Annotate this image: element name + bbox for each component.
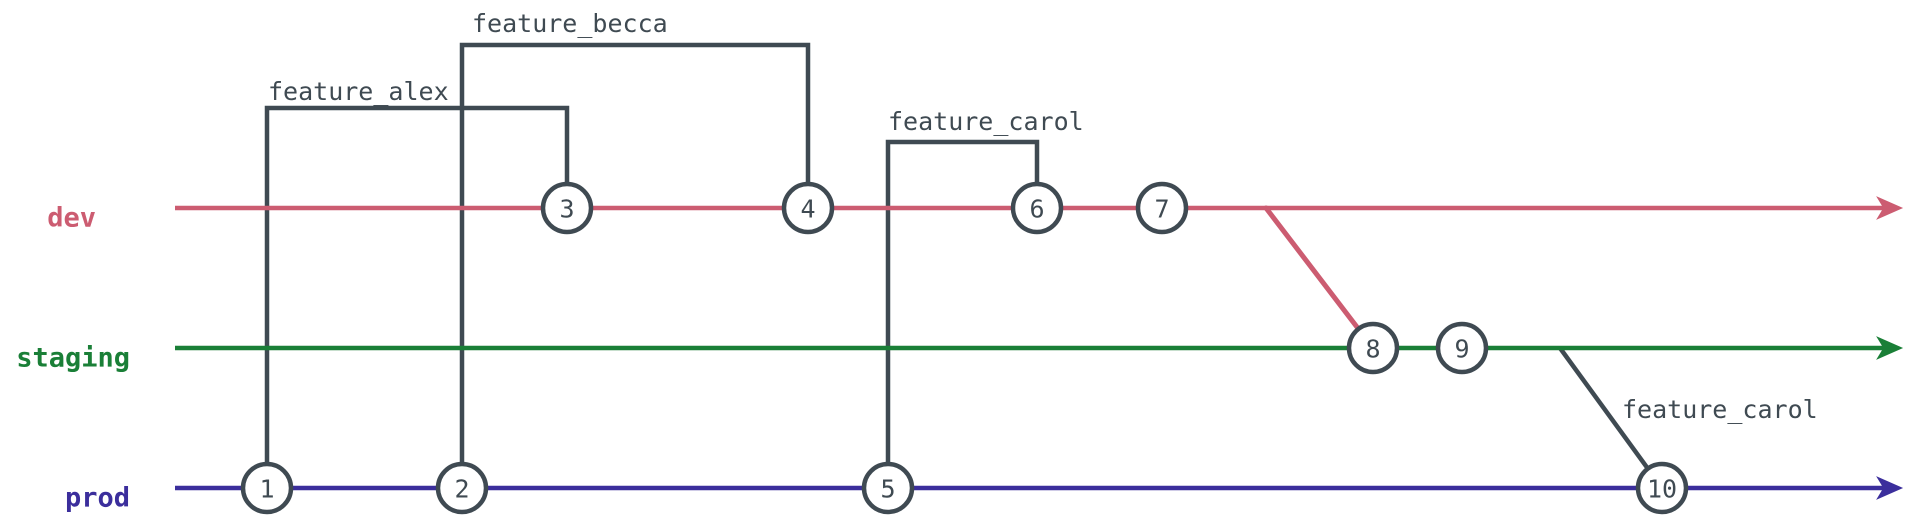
commit-node-7[interactable]: 7 <box>1135 181 1189 235</box>
commit-node-label: 3 <box>559 195 574 224</box>
branch-path-feature-carol <box>885 139 1040 488</box>
commit-node-label: 5 <box>880 475 895 504</box>
commit-node-1[interactable]: 1 <box>240 461 294 515</box>
commit-nodes-group: 1 2 3 4 5 6 7 <box>240 181 1689 515</box>
commit-node-label: 4 <box>800 195 815 224</box>
commit-node-label: 1 <box>259 475 274 504</box>
lane-label-dev: dev <box>47 203 96 234</box>
commit-node-8[interactable]: 8 <box>1346 321 1400 375</box>
branch-labels-group: feature_alex feature_becca feature_carol… <box>268 9 1818 424</box>
commit-node-9[interactable]: 9 <box>1435 321 1489 375</box>
lane-label-prod: prod <box>65 483 130 514</box>
commit-node-label: 9 <box>1454 335 1469 364</box>
commit-node-3[interactable]: 3 <box>540 181 594 235</box>
branch-path-feature-becca <box>459 42 811 488</box>
branch-label-feature-alex: feature_alex <box>268 77 449 106</box>
commit-node-label: 8 <box>1365 335 1380 364</box>
commit-node-label: 7 <box>1154 195 1169 224</box>
branch-label-feature-becca: feature_becca <box>472 9 668 38</box>
commit-node-label: 6 <box>1029 195 1044 224</box>
commit-node-label: 2 <box>454 475 469 504</box>
branch-path-feature-alex <box>264 105 570 488</box>
branch-path-feature-carol-deploy <box>1558 346 1664 490</box>
branch-paths-group <box>264 42 1664 490</box>
commit-node-10[interactable]: 10 <box>1635 461 1689 515</box>
branch-label-feature-carol-deploy: feature_carol <box>1622 395 1818 424</box>
commit-node-4[interactable]: 4 <box>781 181 835 235</box>
merge-line-dev-to-staging <box>1263 205 1376 351</box>
commit-node-2[interactable]: 2 <box>435 461 489 515</box>
merge-lines-group <box>1263 205 1376 351</box>
lane-labels-group: dev staging prod <box>16 203 130 514</box>
commit-node-5[interactable]: 5 <box>861 461 915 515</box>
branch-label-feature-carol: feature_carol <box>888 107 1084 136</box>
lane-label-staging: staging <box>16 343 130 374</box>
commit-node-6[interactable]: 6 <box>1010 181 1064 235</box>
commit-node-label: 10 <box>1647 475 1677 504</box>
